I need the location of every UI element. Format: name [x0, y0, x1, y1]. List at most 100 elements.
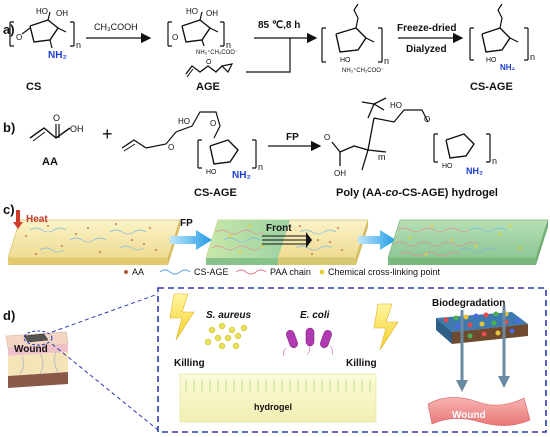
legend-csage-label: CS-AGE — [194, 267, 229, 277]
salt-ho-label: HO — [186, 7, 198, 16]
legend-paa-wave — [235, 269, 267, 275]
cs-n-label: n — [76, 40, 81, 50]
wound-label-right: Wound — [452, 410, 486, 421]
age-structure: O — [185, 59, 234, 78]
age-label: AGE — [196, 81, 220, 93]
hydrogel-product-label: Poly (AA-co-CS-AGE) hydrogel — [336, 187, 498, 199]
cs-age-product-label: CS-AGE — [470, 81, 513, 93]
wound-label-skin: Wound — [14, 344, 48, 355]
heat-label: Heat — [26, 214, 48, 225]
intermediate-structure: HO NH₃⁺CH₂COO⁻ n — [321, 3, 389, 74]
intermediate-ammonium-label: NH₃⁺CH₂COO⁻ — [342, 67, 384, 74]
panel-b: b) O OH AA + O HO O HO NH₂ n CS-AGE — [3, 97, 498, 199]
cs-structure: O HO OH NH₂ n — [9, 7, 81, 61]
product-label-part-2: -CS-AGE) hydrogel — [398, 187, 498, 199]
biodegradation-label: Biodegradation — [432, 298, 505, 309]
hydrogel-o-label-2: O — [424, 115, 430, 124]
biodegradation-block — [436, 306, 528, 392]
legend-aa-label: AA — [132, 267, 144, 277]
b-csage-structure: O HO O HO NH₂ n — [121, 111, 263, 181]
legend-paa-label: PAA chain — [270, 267, 311, 277]
intermediate-ho-label: HO — [340, 57, 351, 64]
legend-csage-wave — [159, 269, 191, 275]
cs-oh-label: OH — [56, 9, 68, 18]
salt-ammonium-label: NH₃⁺CH₂COO⁻ — [196, 49, 238, 56]
legend-aa-dot — [124, 270, 128, 274]
product-label-italic: co — [386, 187, 399, 199]
slab-monomer — [7, 219, 181, 265]
cs-ho-label: HO — [36, 7, 48, 16]
b-csage-label: CS-AGE — [194, 187, 237, 199]
killing-right-label: Killing — [346, 358, 377, 369]
hydrogel-oh-label: OH — [334, 169, 346, 178]
panel-d: d) Wound S. aureus Killin — [3, 287, 547, 433]
b-csage-ho-label-2: HO — [206, 169, 217, 176]
reagent-acetic-acid: CH₃COOH — [94, 22, 138, 32]
b-csage-n-label: n — [258, 162, 263, 172]
b-csage-o-label-2: O — [210, 119, 216, 128]
killing-left-label: Killing — [174, 358, 205, 369]
e-coli-label: E. coli — [300, 310, 330, 321]
hydrogel-label: hydrogel — [254, 402, 292, 412]
b-csage-o-label-1: O — [168, 143, 174, 152]
panel-a: a) O HO OH NH₂ n CS CH₃COOH — [3, 3, 535, 93]
hydrogel-o-label-1: O — [324, 133, 330, 142]
hydrogel-nh2-label: NH₂ — [466, 166, 483, 176]
hydrogel-block — [179, 373, 377, 423]
condition-85c-8h: 85 ℃,8 h — [258, 20, 300, 31]
panel-c-label: c) — [3, 202, 15, 217]
cs-label: CS — [26, 81, 41, 93]
salt-n-label: n — [226, 40, 231, 50]
wound-shape — [427, 397, 531, 426]
hydrogel-ho-label-2: HO — [442, 163, 453, 170]
s-aureus-label: S. aureus — [206, 310, 251, 321]
aa-label: AA — [42, 156, 58, 168]
cs-salt-structure: O HO OH NH₃⁺CH₂COO⁻ n — [167, 7, 238, 56]
plus-sign: + — [102, 124, 113, 144]
salt-oh-label: OH — [206, 9, 218, 18]
fp-label-b: FP — [286, 132, 299, 143]
lightning-bolt-left-icon — [169, 293, 195, 341]
legend-crosslink-label: Chemical cross-linking point — [328, 267, 441, 277]
lightning-bolt-right-icon — [373, 303, 399, 351]
age-o-label: O — [206, 59, 212, 66]
cs-age-structure: HO NH₂ n — [469, 3, 535, 72]
product-n-label: n — [530, 52, 535, 62]
skin-illustration — [5, 330, 69, 388]
product-label-part-1: Poly (AA- — [336, 187, 386, 199]
salt-o-label: O — [172, 33, 178, 42]
step-dialyzed: Dialyzed — [406, 44, 447, 55]
legend-crosslink-dot — [319, 269, 325, 275]
arrow-to-gel-c — [358, 230, 396, 250]
heat-arrow-icon — [13, 210, 23, 229]
product-ho-label: HO — [486, 57, 497, 64]
cs-nh2-label: NH₂ — [48, 50, 67, 61]
legend-c: AA CS-AGE PAA chain Chemical cross-linki… — [124, 267, 441, 277]
e-coli-cluster — [283, 327, 333, 357]
aa-structure: O OH — [29, 113, 84, 142]
slab-gel — [387, 219, 549, 265]
zoom-box — [157, 287, 547, 433]
cs-o-label: O — [16, 33, 22, 42]
connector-top — [51, 293, 159, 333]
aa-o-label: O — [53, 113, 60, 123]
fp-arrow-c — [170, 230, 212, 250]
hydrogel-n-label: n — [492, 156, 497, 166]
panel-d-label: d) — [3, 308, 15, 323]
b-csage-ho-label: HO — [178, 117, 190, 126]
product-nh2-label: NH₂ — [500, 63, 516, 72]
connector-bottom — [51, 343, 159, 431]
front-label: Front — [266, 223, 292, 234]
b-csage-nh2-label: NH₂ — [232, 170, 251, 181]
fp-label-c: FP — [180, 218, 193, 229]
hydrogel-ho-label: HO — [390, 101, 402, 110]
s-aureus-cluster — [204, 322, 248, 350]
hydrogel-product-structure: O OH m HO O HO NH₂ n — [324, 97, 497, 178]
aa-oh-label: OH — [70, 124, 84, 134]
panel-c: c) AA Heat — [3, 202, 549, 277]
panel-b-label: b) — [3, 120, 15, 135]
step-freeze-dried: Freeze-dried — [397, 23, 456, 34]
hydrogel-m-label: m — [378, 152, 386, 162]
intermediate-n-label: n — [384, 56, 389, 66]
